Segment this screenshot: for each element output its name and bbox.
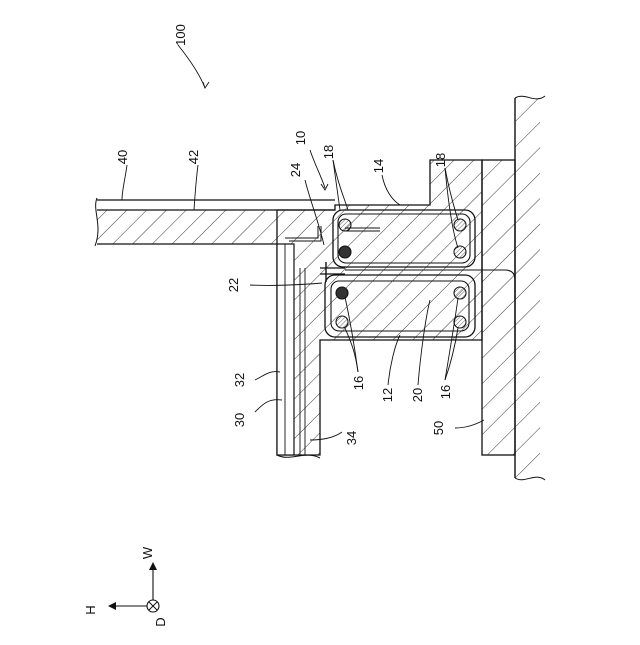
label-42: 42 bbox=[186, 150, 201, 164]
axis-h: H bbox=[83, 605, 98, 614]
label-24: 24 bbox=[288, 163, 303, 177]
axis-d: D bbox=[153, 617, 168, 626]
label-12: 12 bbox=[380, 388, 395, 402]
label-16-right: 16 bbox=[438, 385, 453, 399]
label-16-left: 16 bbox=[351, 376, 366, 390]
base-foundation bbox=[482, 96, 545, 480]
label-30: 30 bbox=[232, 413, 247, 427]
label-10: 10 bbox=[293, 131, 308, 145]
concrete-body bbox=[277, 160, 482, 458]
direction-indicator: W H D bbox=[83, 546, 168, 627]
label-100: 100 bbox=[173, 24, 188, 46]
label-50: 50 bbox=[431, 421, 446, 435]
label-22: 22 bbox=[226, 278, 241, 292]
axis-w: W bbox=[140, 546, 155, 559]
label-34: 34 bbox=[344, 431, 359, 445]
label-40: 40 bbox=[115, 150, 130, 164]
label-20: 20 bbox=[410, 388, 425, 402]
label-18-left: 18 bbox=[321, 145, 336, 159]
label-18-right: 18 bbox=[433, 153, 448, 167]
label-32: 32 bbox=[232, 373, 247, 387]
label-14: 14 bbox=[371, 159, 386, 173]
